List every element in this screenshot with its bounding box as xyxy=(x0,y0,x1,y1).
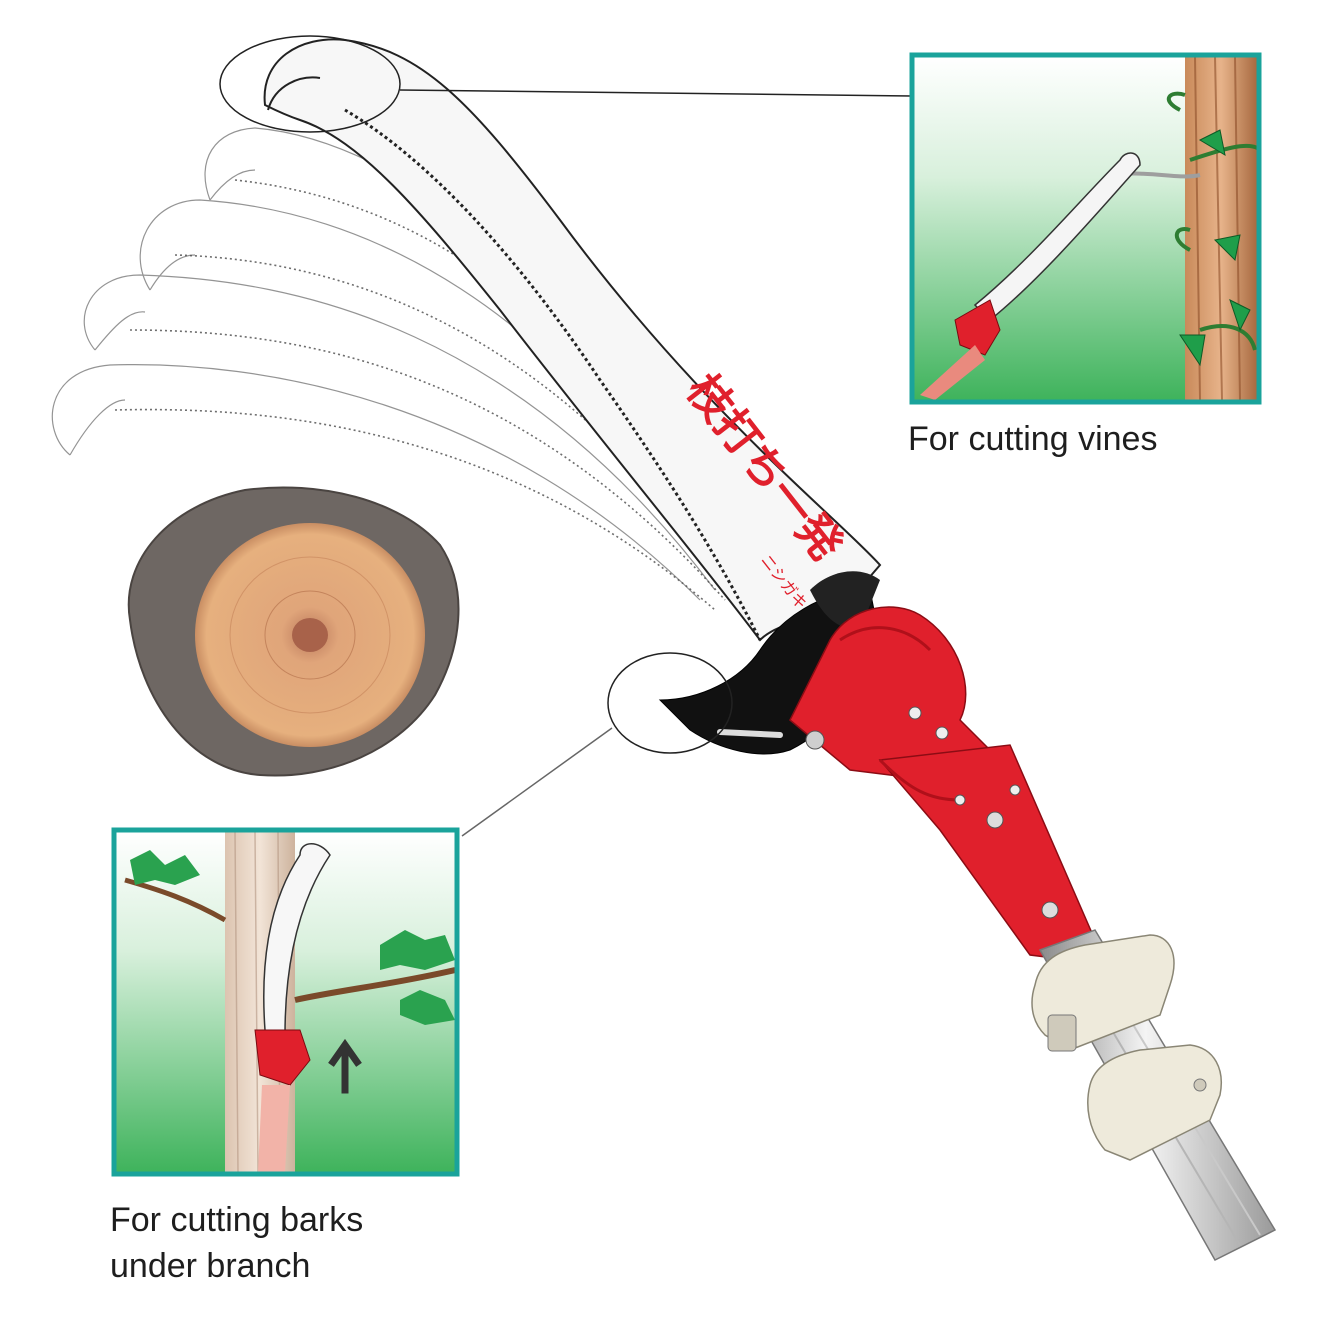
pole-clamp-lower xyxy=(1087,1044,1222,1161)
inset-barks xyxy=(111,827,460,1177)
wood-cross-section xyxy=(127,486,460,777)
inset-vines xyxy=(909,52,1262,405)
pole-clamp-upper xyxy=(1031,934,1175,1052)
red-handle xyxy=(878,744,1096,961)
callout-circle-hook xyxy=(607,652,733,754)
callout-line-vines xyxy=(399,89,913,97)
caption-cutting-barks-line1: For cutting barks xyxy=(110,1201,364,1239)
caption-cutting-barks-line2: under branch xyxy=(110,1247,311,1285)
caption-cutting-vines-text: For cutting vines xyxy=(908,420,1158,458)
callout-circle-tip xyxy=(219,35,401,133)
callout-line-barks xyxy=(461,727,613,837)
red-saw-head xyxy=(789,606,1012,791)
caption-cutting-vines: For cutting vines xyxy=(908,416,1157,462)
caption-cutting-barks: For cutting barks under branch xyxy=(110,1197,363,1289)
